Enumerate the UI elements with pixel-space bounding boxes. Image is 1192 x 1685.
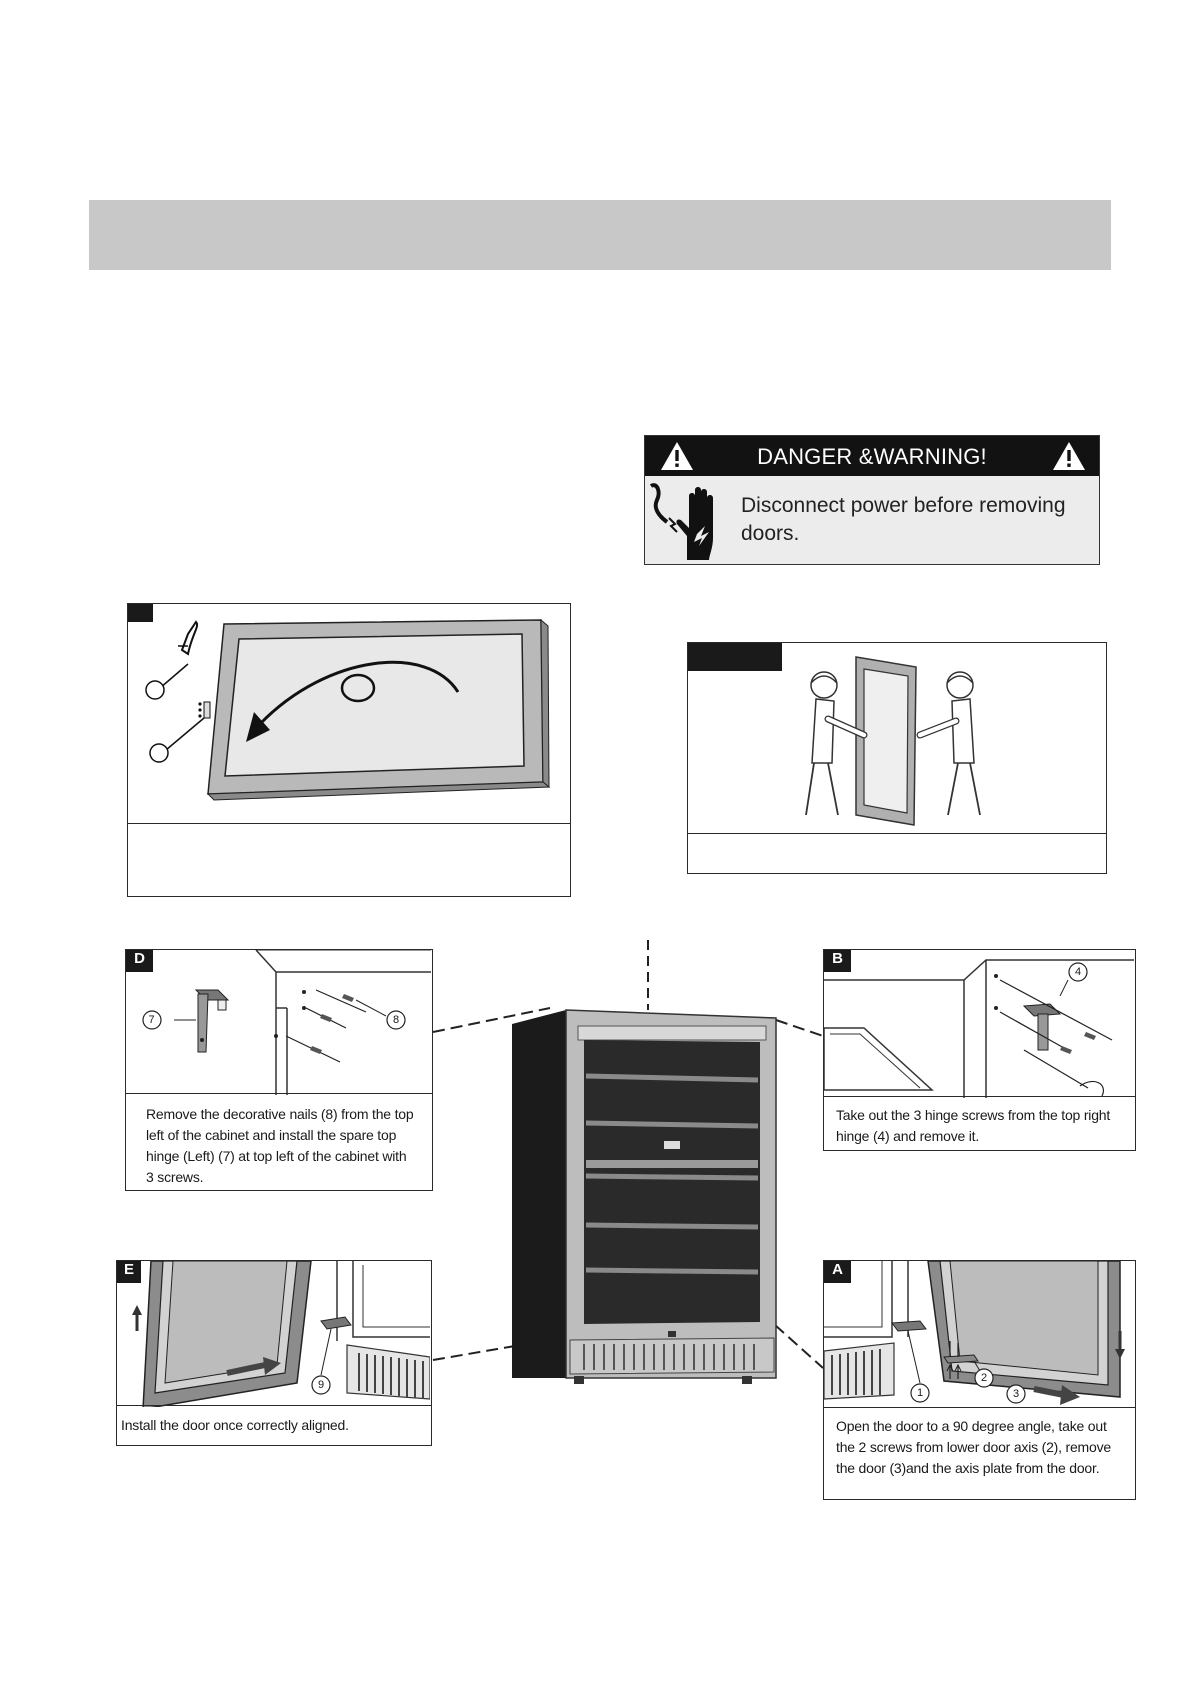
callout-number: 7	[148, 1014, 155, 1026]
warning-triangle-icon	[1053, 442, 1085, 470]
step-tag: E	[117, 1261, 141, 1283]
callout-number: 1	[916, 1387, 924, 1399]
door-install-illustration	[132, 1261, 430, 1407]
step-panel-d: D 7 8 Remove the decorative nails (8) fr…	[125, 949, 433, 1191]
step-tag	[688, 643, 782, 671]
warning-triangle-icon	[661, 442, 693, 470]
warning-title: DANGER &WARNING!	[757, 444, 987, 469]
step-panel-carry-door	[687, 642, 1107, 874]
section-header-bar	[89, 200, 1111, 270]
step-caption: Remove the decorative nails (8) from the…	[126, 1093, 432, 1190]
step-tag: D	[126, 950, 153, 972]
hinge-removal-illustration	[824, 959, 1134, 1098]
step-panel-b: B 4 Take out the 3 hinge screws from the…	[823, 949, 1136, 1151]
step-panel-door-flat	[127, 603, 571, 897]
callout-number: 2	[980, 1372, 988, 1384]
danger-warning-box: DANGER &WARNING! Disconnect power before…	[644, 435, 1100, 565]
step-caption	[128, 823, 570, 896]
step-panel-a: A 1 2 3 Open the door to a 90 deg	[823, 1260, 1136, 1500]
step-caption	[688, 833, 1106, 873]
callout-number: 3	[1012, 1388, 1020, 1400]
hinge-install-illustration	[142, 950, 431, 1095]
callout-number: 8	[392, 1014, 400, 1026]
cabinet-illustration	[432, 940, 824, 1384]
warning-message: Disconnect power before removing doors.	[741, 494, 1066, 545]
step-tag: B	[824, 950, 851, 972]
two-person-carry-illustration	[805, 656, 981, 826]
door-flat-illustration	[145, 618, 551, 801]
step-caption: Take out the 3 hinge screws from the top…	[824, 1096, 1135, 1150]
electric-shock-hand-icon	[649, 483, 713, 560]
callout-number: 9	[317, 1379, 325, 1391]
warning-header: DANGER &WARNING!	[645, 436, 1099, 476]
step-tag: A	[824, 1261, 851, 1283]
step-panel-e: E 9 Install the door once correctly alig…	[116, 1260, 432, 1446]
door-removal-illustration	[824, 1261, 1125, 1405]
step-tag	[128, 604, 153, 622]
callout-number: 4	[1074, 966, 1082, 978]
step-caption: Install the door once correctly aligned.	[117, 1405, 431, 1445]
step-caption: Open the door to a 90 degree angle, take…	[824, 1407, 1135, 1499]
